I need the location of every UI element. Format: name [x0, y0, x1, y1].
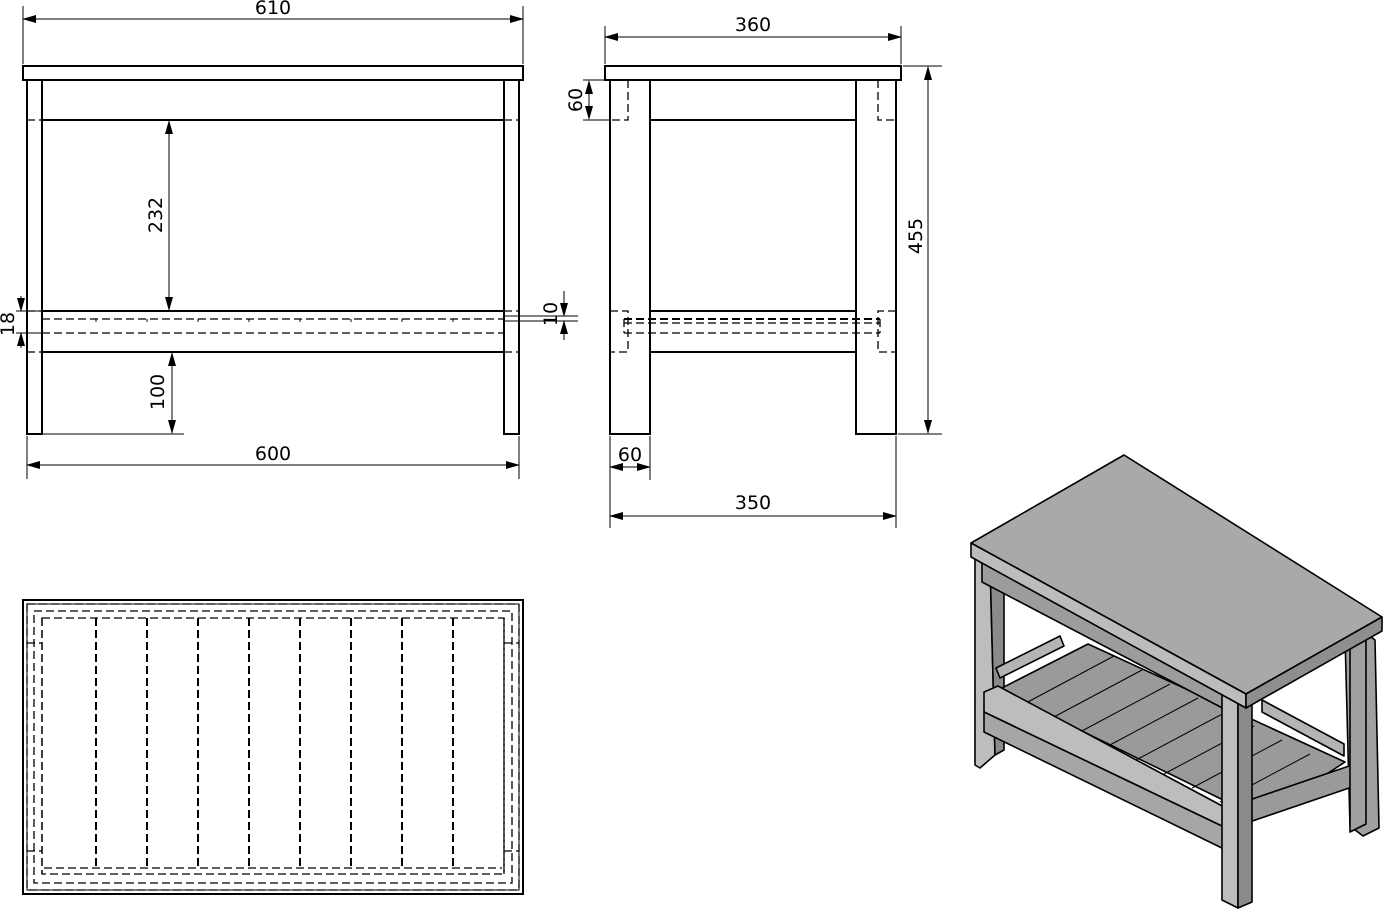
dim-front-leg-span: 600: [26, 436, 520, 479]
dim-label-360: 360: [735, 14, 771, 36]
dim-label-600: 600: [255, 443, 291, 465]
dim-front-slat-thickness: 10: [504, 291, 578, 340]
dim-front-inner-height: 232: [145, 120, 173, 311]
iso-slat-lines: [1023, 655, 1311, 803]
top-view-slats: [95, 618, 454, 868]
top-view: [22, 599, 524, 895]
dim-front-top-width: 610: [22, 0, 524, 64]
dim-label-60-leg: 60: [618, 444, 642, 466]
dim-label-10: 10: [540, 302, 562, 326]
side-view: [604, 65, 902, 435]
dim-label-455: 455: [905, 218, 927, 254]
dim-label-100: 100: [147, 374, 169, 410]
dim-label-18: 18: [0, 312, 19, 336]
dim-side-leg-width: 60: [609, 436, 651, 528]
front-view: [22, 65, 524, 435]
dim-side-leg-span: 350: [609, 436, 897, 528]
dim-label-610: 610: [255, 0, 291, 19]
dim-side-top-depth: 360: [604, 14, 902, 64]
dim-label-232: 232: [145, 197, 167, 233]
dim-label-350: 350: [735, 492, 771, 514]
isometric-view: [970, 454, 1383, 909]
dim-side-apron-height: 60: [565, 79, 610, 121]
front-slat-marks: [95, 319, 454, 322]
dim-front-shelf-thickness: 18: [0, 296, 42, 348]
dim-front-shelf-height: 100: [30, 352, 184, 435]
dim-label-60-side: 60: [565, 88, 587, 112]
dim-side-total-height: 455: [898, 65, 942, 435]
